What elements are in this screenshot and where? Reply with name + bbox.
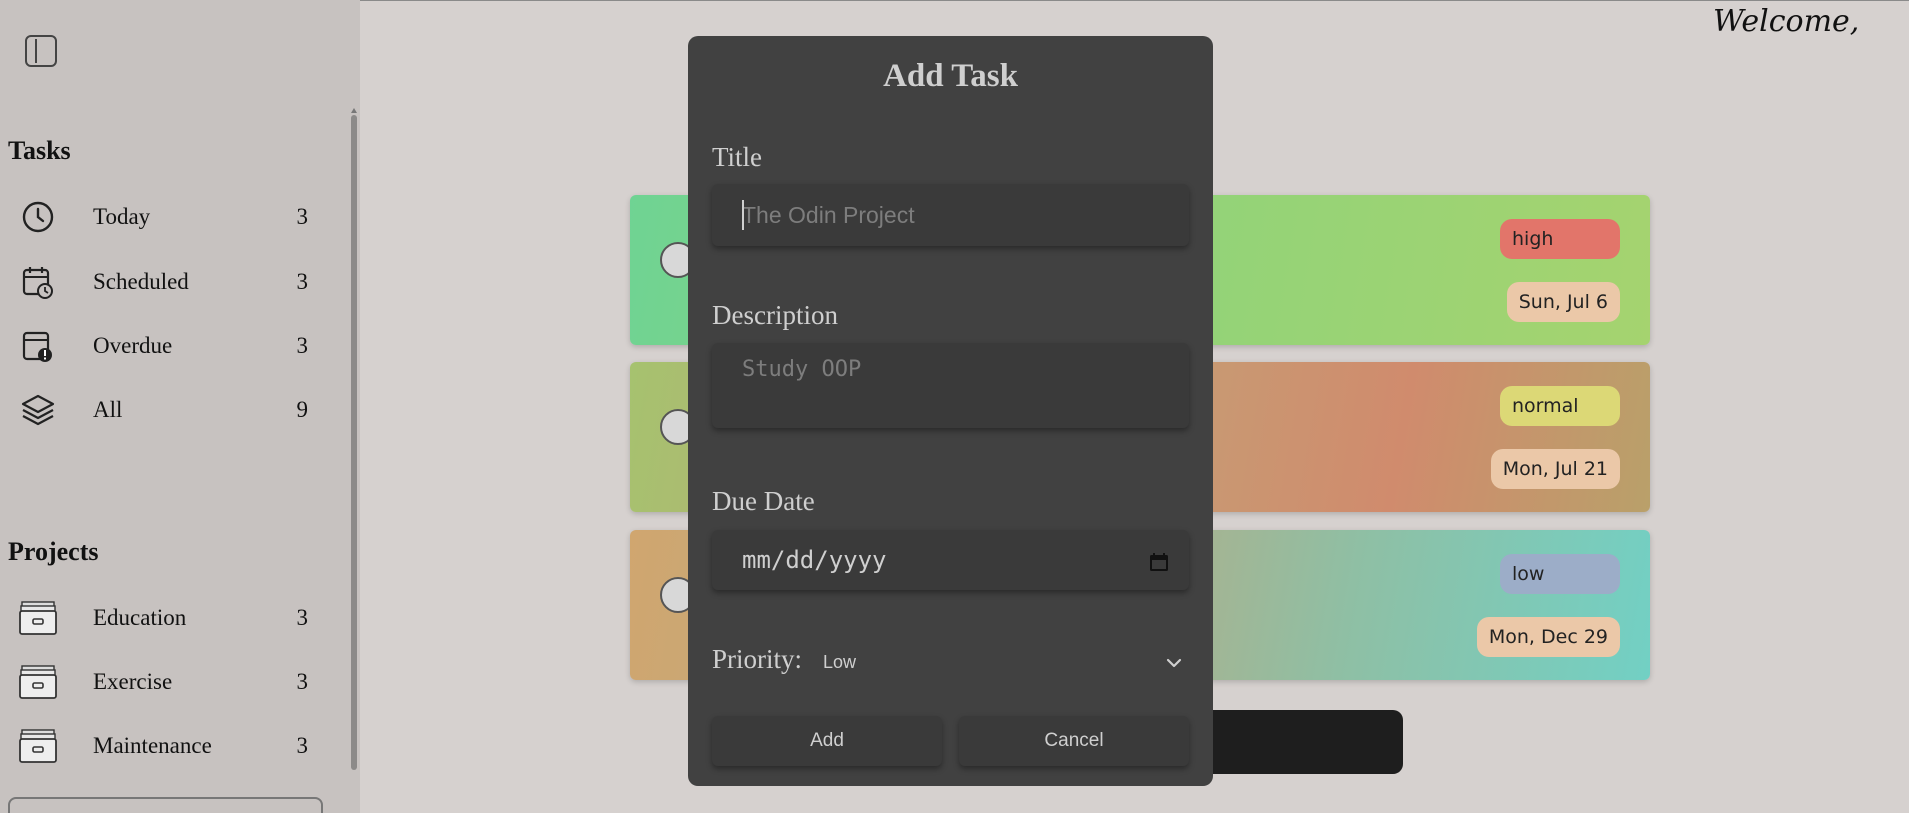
sidebar-item-label: Education (93, 605, 187, 630)
sidebar-item-count: 3 (296, 333, 309, 358)
sidebar-item-label: All (93, 397, 123, 422)
due-date-badge: Mon, Jul 21 (1490, 449, 1620, 489)
calendar-alert-icon (18, 326, 58, 366)
description-placeholder: Study OOP (742, 357, 862, 382)
sidebar-item-scheduled[interactable]: Scheduled 3 (18, 260, 308, 304)
priority-badge: low (1500, 554, 1620, 594)
sidebar-scrollbar[interactable] (351, 115, 357, 770)
priority-select[interactable]: Priority: Low (712, 644, 1189, 684)
sidebar: Tasks Today 3 Scheduled 3 Overdue 3 All … (0, 0, 360, 813)
projects-section-title: Projects (8, 537, 99, 566)
title-label: Title (712, 142, 763, 172)
due-date-badge: Mon, Dec 29 (1476, 617, 1620, 657)
add-button[interactable]: Add (712, 716, 942, 766)
priority-badge: high (1500, 219, 1620, 259)
sidebar-item-label: Scheduled (93, 269, 189, 294)
add-task-dialog: Add Task Title The Odin Project Descript… (688, 36, 1213, 786)
title-input[interactable]: The Odin Project (712, 184, 1189, 246)
clock-icon (18, 197, 58, 237)
top-border (0, 0, 1909, 1)
scroll-up-arrow-icon[interactable] (351, 108, 357, 113)
sidebar-item-label: Today (93, 204, 151, 229)
sidebar-item-education[interactable]: Education 3 (18, 596, 308, 640)
sidebar-item-count: 3 (296, 605, 309, 630)
sidebar-item-all[interactable]: All 9 (18, 388, 308, 432)
sidebar-item-exercise[interactable]: Exercise 3 (18, 660, 308, 704)
priority-label: Priority: (712, 644, 803, 674)
tasks-section-title: Tasks (8, 136, 71, 165)
calendar-clock-icon (18, 262, 58, 302)
sidebar-item-maintenance[interactable]: Maintenance 3 (18, 724, 308, 768)
due-date-label: Due Date (712, 486, 815, 516)
title-placeholder: The Odin Project (742, 201, 915, 228)
sidebar-toggle-icon[interactable] (25, 35, 57, 67)
sidebar-item-label: Overdue (93, 333, 173, 358)
chevron-down-icon (1165, 654, 1183, 672)
layers-icon (18, 390, 58, 430)
cabinet-icon (18, 662, 58, 702)
sidebar-item-overdue[interactable]: Overdue 3 (18, 324, 308, 368)
welcome-text: Welcome, (1713, 4, 1860, 39)
due-date-badge: Sun, Jul 6 (1506, 282, 1620, 322)
calendar-icon[interactable] (1149, 550, 1169, 571)
dialog-title: Add Task (883, 58, 1018, 94)
description-label: Description (712, 300, 838, 330)
sidebar-bottom-button[interactable] (8, 797, 323, 813)
sidebar-item-label: Exercise (93, 669, 173, 694)
sidebar-item-label: Maintenance (93, 733, 212, 758)
sidebar-item-today[interactable]: Today 3 (18, 195, 308, 239)
cabinet-icon (18, 726, 58, 766)
description-textarea[interactable]: Study OOP (712, 343, 1189, 428)
cancel-button[interactable]: Cancel (959, 716, 1189, 766)
due-date-input[interactable]: mm/dd/yyyy (712, 530, 1189, 590)
sidebar-item-count: 9 (296, 397, 309, 422)
sidebar-item-count: 3 (296, 669, 309, 694)
add-task-button[interactable] (1200, 710, 1403, 774)
text-caret (742, 200, 744, 230)
priority-badge: normal (1500, 386, 1620, 426)
due-date-value: mm/dd/yyyy (742, 546, 887, 574)
cabinet-icon (18, 598, 58, 638)
sidebar-item-count: 3 (296, 733, 309, 758)
sidebar-item-count: 3 (296, 269, 309, 294)
sidebar-item-count: 3 (296, 204, 309, 229)
priority-value: Low (823, 652, 857, 672)
